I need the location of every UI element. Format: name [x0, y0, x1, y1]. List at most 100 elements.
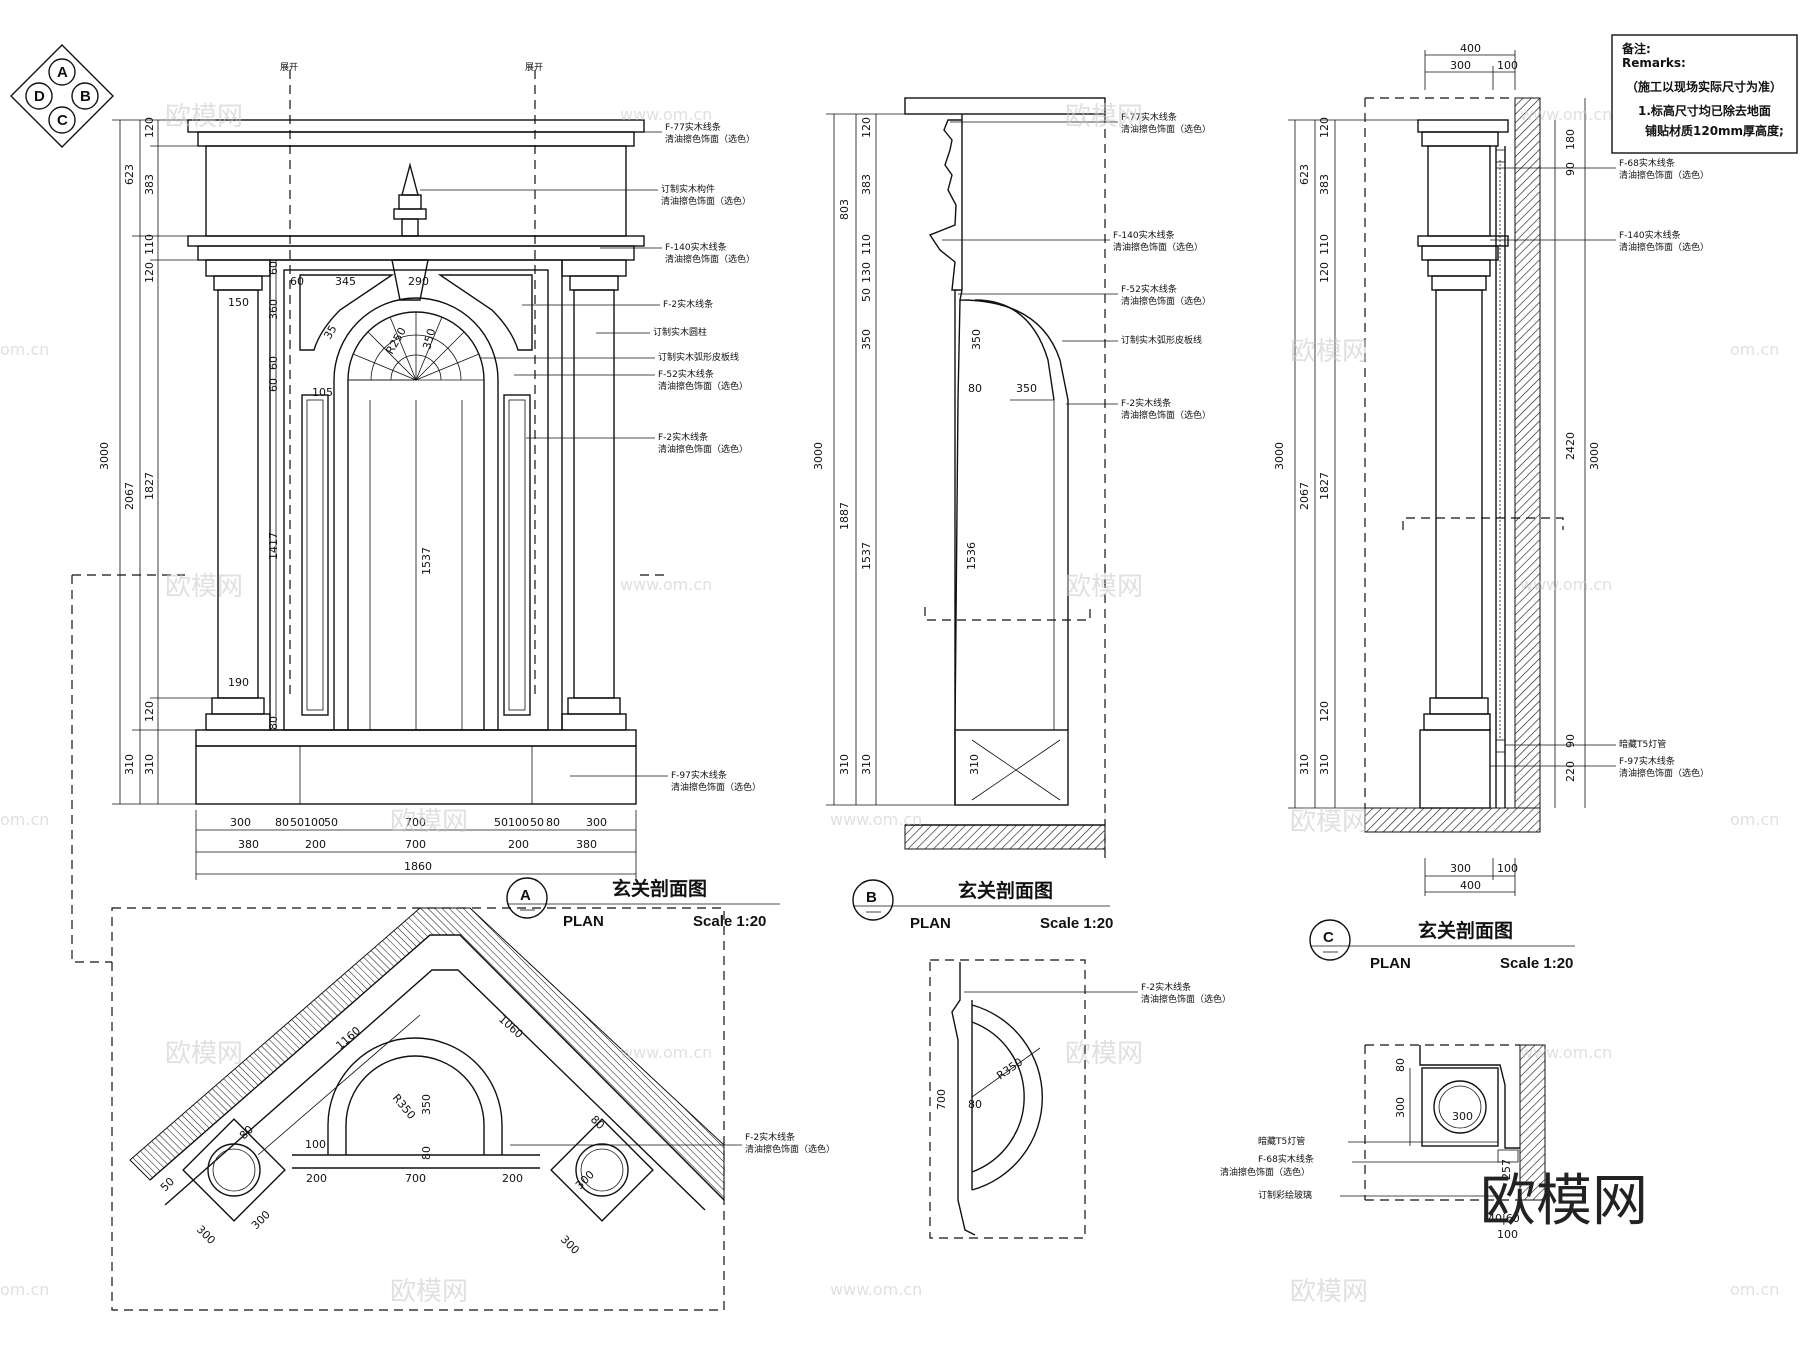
title-b-scale: Scale 1:20: [1040, 915, 1113, 932]
dim-c-r90a: 90: [1564, 162, 1577, 176]
dim-a-b80a: 80: [275, 816, 289, 829]
dim-c-110: 110: [1318, 234, 1331, 255]
dim-pc-257: 257: [1500, 1159, 1513, 1180]
dim-pa-200a: 200: [306, 1172, 327, 1185]
dim-b-350h: 350: [1016, 382, 1037, 395]
title-a-scale: Scale 1:20: [693, 913, 766, 930]
dim-b-310: 310: [838, 754, 851, 775]
svg-text:om.cn: om.cn: [0, 810, 49, 829]
remarks-line1: （施工以现场实际尺寸为准）: [1626, 79, 1782, 94]
dim-pc-100: 100: [1497, 1228, 1518, 1241]
svg-text:清油擦色饰面（选色）: 清油擦色饰面（选色）: [1619, 241, 1709, 253]
dim-a-r350: 350: [420, 327, 438, 351]
dim-c-383: 383: [1318, 174, 1331, 195]
svg-text:www.om.cn: www.om.cn: [1520, 105, 1612, 124]
title-c-plan: PLAN: [1370, 955, 1411, 972]
note-pc-1: 暗藏T5灯管: [1258, 1135, 1305, 1147]
plan-a: 1160 1060 350 R350 80 100 200 700 200 30…: [111, 907, 835, 1311]
dim-a-c380a: 380: [238, 838, 259, 851]
dim-c-bot100: 100: [1497, 862, 1518, 875]
title-b-text: 玄关剖面图: [958, 879, 1053, 902]
dim-a-r35: 35: [321, 323, 339, 342]
dim-a-60c: 60: [267, 378, 280, 392]
dim-a-c200b: 200: [508, 838, 529, 851]
dim-c-top300: 300: [1450, 59, 1471, 72]
note-pb-b: 清油擦色饰面（选色）: [1141, 993, 1231, 1005]
dim-a-60h: 60: [290, 275, 304, 288]
dim-c-120c: 120: [1318, 701, 1331, 722]
watermark-logo: 欧模网: [1480, 1169, 1648, 1234]
dim-a-110: 110: [143, 234, 156, 255]
svg-text:订制实木构件: 订制实木构件: [661, 183, 715, 195]
watermarks: 欧模网 www.om.cn 欧模网 www.om.cn om.cn 欧模网 om…: [0, 102, 1779, 1307]
remarks-head-en: Remarks:: [1622, 56, 1686, 70]
svg-text:清油擦色饰面（选色）: 清油擦色饰面（选色）: [665, 253, 755, 265]
svg-text:F-2实木线条: F-2实木线条: [1121, 397, 1171, 409]
svg-text:订制实木弧形皮板线: 订制实木弧形皮板线: [658, 351, 739, 363]
dim-pa-300a: 300: [194, 1223, 218, 1247]
dim-a-80: 80: [267, 716, 280, 730]
elevation-b: 3000 803 1887 310 120 383 110 130 50 350…: [812, 97, 1211, 860]
dim-pa-350: 350: [420, 1094, 433, 1115]
dim-c-3000: 3000: [1273, 442, 1286, 470]
dim-b-310b: 310: [860, 754, 873, 775]
dim-a-60b: 60: [267, 356, 280, 370]
svg-text:清油擦色饰面（选色）: 清油擦色饰面（选色）: [658, 380, 748, 392]
svg-text:暗藏T5灯管: 暗藏T5灯管: [1619, 738, 1666, 750]
dim-a-b300b: 300: [586, 816, 607, 829]
svg-text:清油擦色饰面（选色）: 清油擦色饰面（选色）: [1113, 241, 1203, 253]
dim-a-2067: 2067: [123, 482, 136, 510]
dim-b-1536: 1536: [965, 542, 978, 570]
dim-a-b50d: 50: [530, 816, 544, 829]
dim-b-120: 120: [860, 117, 873, 138]
dim-a-383: 383: [143, 174, 156, 195]
dim-pb-700: 700: [935, 1089, 948, 1110]
svg-text:清油擦色饰面（选色）: 清油擦色饰面（选色）: [1619, 169, 1709, 181]
dim-b-110: 110: [860, 234, 873, 255]
svg-text:www.om.cn: www.om.cn: [1520, 575, 1612, 594]
svg-text:F-52实木线条: F-52实木线条: [658, 368, 714, 380]
dim-pa-700: 700: [405, 1172, 426, 1185]
svg-text:F-68实木线条: F-68实木线条: [1619, 157, 1675, 169]
dim-b-80h: 80: [968, 382, 982, 395]
dim-a-360: 360: [267, 299, 280, 320]
dim-c-r3000: 3000: [1588, 442, 1601, 470]
note-pc-3: 订制彩绘玻璃: [1258, 1189, 1312, 1201]
expand-tag-1: 展开: [280, 62, 298, 73]
dim-c-310b: 310: [1318, 754, 1331, 775]
dim-c-r220: 220: [1564, 761, 1577, 782]
dim-b-350v: 350: [970, 329, 983, 350]
notes-a: F-77实木线条 清油擦色饰面（选色） 订制实木构件 清油擦色饰面（选色） F-…: [420, 121, 761, 793]
svg-text:om.cn: om.cn: [1730, 1280, 1779, 1299]
dim-a-b50c: 50: [494, 816, 508, 829]
dim-a-b700: 700: [405, 816, 426, 829]
svg-text:清油擦色饰面（选色）: 清油擦色饰面（选色）: [671, 781, 761, 793]
dim-c-top100: 100: [1497, 59, 1518, 72]
dim-c-310: 310: [1298, 754, 1311, 775]
svg-text:欧模网: 欧模网: [165, 1039, 243, 1069]
dim-pa-1160: 1160: [333, 1024, 363, 1052]
dim-a-3000: 3000: [98, 442, 111, 470]
svg-text:om.cn: om.cn: [1730, 340, 1779, 359]
dim-a-290: 290: [408, 275, 429, 288]
dim-pa-r350: R350: [390, 1092, 418, 1122]
dim-pb-r350: R350: [994, 1055, 1025, 1082]
svg-text:欧模网: 欧模网: [165, 572, 243, 602]
dim-a-c380b: 380: [576, 838, 597, 851]
title-c-letter: C: [1323, 929, 1334, 946]
svg-text:欧模网: 欧模网: [1065, 102, 1143, 132]
dim-b-350: 350: [860, 329, 873, 350]
dim-b-803: 803: [838, 199, 851, 220]
remarks-line3: 铺贴材质120mm厚高度;: [1645, 123, 1784, 138]
expand-tag-2: 展开: [525, 62, 543, 73]
dim-a-310: 310: [123, 754, 136, 775]
dim-a-120a: 120: [143, 117, 156, 138]
column-right: [561, 259, 627, 731]
svg-text:清油擦色饰面（选色）: 清油擦色饰面（选色）: [1121, 123, 1211, 135]
title-a: A 玄关剖面图 PLAN Scale 1:20: [506, 877, 780, 930]
dim-pc-300: 300: [1394, 1097, 1407, 1118]
remarks-line2: 1.标高尺寸均已除去地面: [1638, 103, 1771, 118]
dim-a-623: 623: [123, 164, 136, 185]
svg-text:om.cn: om.cn: [0, 340, 49, 359]
